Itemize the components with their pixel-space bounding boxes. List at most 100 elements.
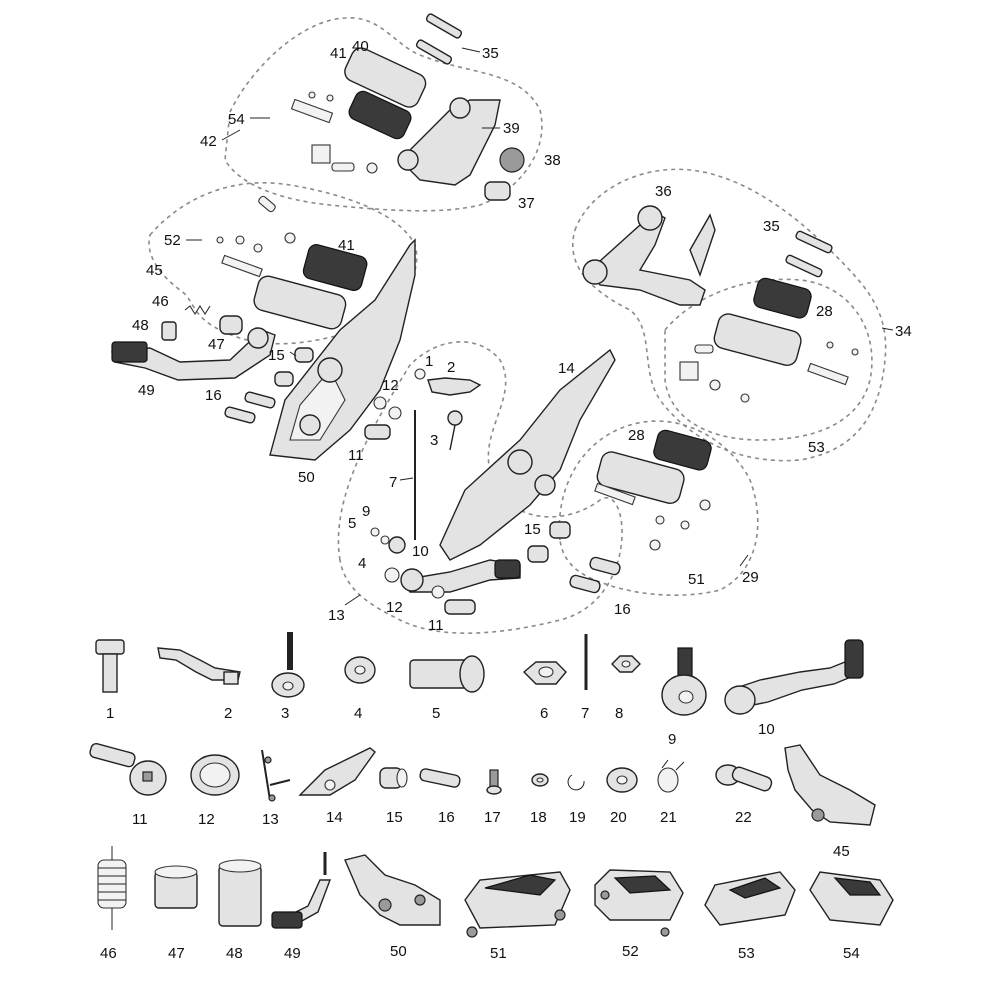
callout-5: 5	[348, 515, 356, 532]
callout-11a: 11	[348, 447, 364, 464]
svg-text:52: 52	[622, 943, 639, 960]
svg-text:18: 18	[530, 809, 547, 826]
part-20-washer: 20	[606, 767, 638, 826]
svg-text:2: 2	[224, 705, 232, 722]
callout-29: 29	[742, 569, 759, 586]
svg-text:46: 46	[100, 945, 117, 962]
callout-9: 9	[362, 503, 370, 520]
group-42-outline	[224, 17, 543, 212]
callout-2: 2	[447, 359, 455, 376]
callout-16b: 16	[614, 601, 631, 618]
svg-text:8: 8	[615, 705, 623, 722]
svg-text:4: 4	[354, 705, 362, 722]
group-outlines	[148, 17, 887, 634]
svg-text:7: 7	[581, 705, 589, 722]
callout-15a: 15	[268, 347, 285, 364]
callout-10: 10	[412, 543, 429, 560]
rearset-bracket-top	[399, 99, 501, 186]
part-2-shift-arm: 2	[157, 647, 241, 722]
callout-40: 40	[352, 38, 369, 55]
callout-46: 46	[152, 293, 169, 310]
callout-12b: 12	[386, 599, 403, 616]
bolt-icon	[425, 13, 463, 39]
callout-41: 41	[330, 45, 347, 62]
callout-16a: 16	[205, 387, 222, 404]
svg-text:5: 5	[432, 705, 440, 722]
footpeg-top-group	[344, 47, 427, 140]
callout-12a: 12	[382, 377, 399, 394]
callout-53a: 53	[808, 439, 825, 456]
svg-text:45: 45	[833, 843, 850, 860]
callout-35b: 35	[763, 218, 780, 235]
part-22-mount-bolt: 22	[715, 764, 773, 826]
part-54-footpeg: 54	[809, 871, 894, 962]
callout-49: 49	[138, 382, 155, 399]
part-49-brake-pedal: 49	[271, 852, 332, 962]
part-7-rod: 7	[581, 634, 589, 722]
svg-text:22: 22	[735, 809, 752, 826]
svg-text:9: 9	[668, 731, 676, 748]
footpeg-left-rubber	[302, 244, 368, 291]
callout-47: 47	[208, 336, 225, 353]
part-52-footpeg: 52	[594, 869, 684, 960]
svg-text:3: 3	[281, 705, 289, 722]
svg-text:11: 11	[132, 811, 148, 828]
part-46-spring: 46	[97, 846, 127, 962]
part-50-rearset-plate: 50	[344, 854, 441, 960]
part-53-footpeg: 53	[704, 871, 796, 962]
footpeg-left	[253, 275, 347, 330]
svg-text:53: 53	[738, 945, 755, 962]
svg-text:15: 15	[386, 809, 403, 826]
part-12-bearing-ring: 12	[190, 754, 240, 828]
callout-3: 3	[430, 432, 438, 449]
callout-36: 36	[655, 183, 672, 200]
gear-icon	[499, 147, 525, 173]
group-53-outline	[664, 278, 873, 441]
part-9-shift-joint: 9	[661, 647, 707, 748]
exploded-assembly	[111, 13, 859, 615]
svg-text:50: 50	[390, 943, 407, 960]
part-47-sleeve: 47	[154, 865, 198, 962]
shift-arm	[427, 377, 482, 396]
svg-text:48: 48	[226, 945, 243, 962]
part-45-rearset-assembly: 45	[784, 744, 876, 860]
callout-4: 4	[358, 555, 366, 572]
callout-50: 50	[298, 469, 315, 486]
svg-text:10: 10	[758, 721, 775, 738]
part-15-bushing: 15	[379, 767, 408, 826]
part-4-washer: 4	[344, 656, 376, 722]
callout-28a: 28	[628, 427, 645, 444]
part-19-e-clip: 19	[567, 774, 586, 826]
callout-54: 54	[228, 111, 245, 128]
spring-icon	[184, 305, 211, 315]
part-14-heel-plate: 14	[298, 747, 376, 826]
shift-lever	[400, 559, 521, 593]
callout-42: 42	[200, 133, 217, 150]
callout-15b: 15	[524, 521, 541, 538]
part-3-rod-end: 3	[271, 632, 305, 722]
parts-row-1: 1 2 3 4 5 6	[95, 632, 864, 748]
part-10-shift-lever: 10	[724, 639, 864, 738]
parts-row-3: 46 47 48 49 50	[97, 846, 894, 962]
part-51-footpeg: 51	[464, 871, 571, 962]
svg-text:17: 17	[484, 809, 501, 826]
exploded-callouts: 35 41 40 54 42 39 38 37 52 45 41 46 48 4…	[132, 38, 912, 634]
callout-48: 48	[132, 317, 149, 334]
svg-text:19: 19	[569, 809, 586, 826]
svg-text:1: 1	[106, 705, 114, 722]
svg-text:14: 14	[326, 809, 343, 826]
part-48-tube: 48	[218, 859, 262, 962]
callout-45: 45	[146, 262, 163, 279]
svg-text:13: 13	[262, 811, 279, 828]
svg-text:51: 51	[490, 945, 507, 962]
svg-text:49: 49	[284, 945, 301, 962]
callout-1: 1	[425, 353, 433, 370]
svg-text:6: 6	[540, 705, 548, 722]
group-34-outline	[572, 168, 887, 462]
callout-41b: 41	[338, 237, 355, 254]
part-16-pin: 16	[419, 768, 461, 826]
callout-39: 39	[503, 120, 520, 137]
part-11-pivot-pin: 11	[89, 742, 167, 828]
part-6-nut: 6	[522, 661, 567, 722]
